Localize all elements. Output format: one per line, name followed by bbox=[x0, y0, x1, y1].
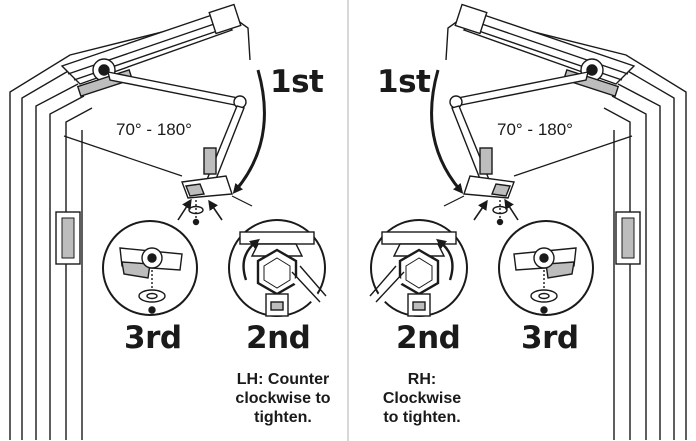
right-step-2nd: 2nd bbox=[396, 320, 461, 356]
left-instruction: LH: Counter clockwise to tighten. bbox=[222, 370, 344, 427]
right-angle-range: 70° - 180° bbox=[497, 120, 573, 139]
left-angle-range: 70° - 180° bbox=[116, 120, 192, 139]
right-instruction-line-3: to tighten. bbox=[383, 409, 461, 426]
left-instruction-line-1: LH: Counter bbox=[236, 371, 330, 388]
left-step-2nd: 2nd bbox=[246, 320, 311, 356]
right-instruction: RH: Clockwise to tighten. bbox=[374, 370, 470, 427]
right-step-1st: 1st bbox=[377, 64, 431, 100]
right-instruction-line-2: Clockwise bbox=[382, 390, 462, 407]
left-instruction-line-3: tighten. bbox=[254, 409, 312, 426]
right-step-3rd: 3rd bbox=[521, 320, 579, 356]
left-step-1st: 1st bbox=[270, 64, 324, 100]
left-instruction-line-2: clockwise to bbox=[235, 390, 331, 407]
left-step-3rd: 3rd bbox=[124, 320, 182, 356]
right-instruction-line-1: RH: bbox=[407, 371, 437, 388]
